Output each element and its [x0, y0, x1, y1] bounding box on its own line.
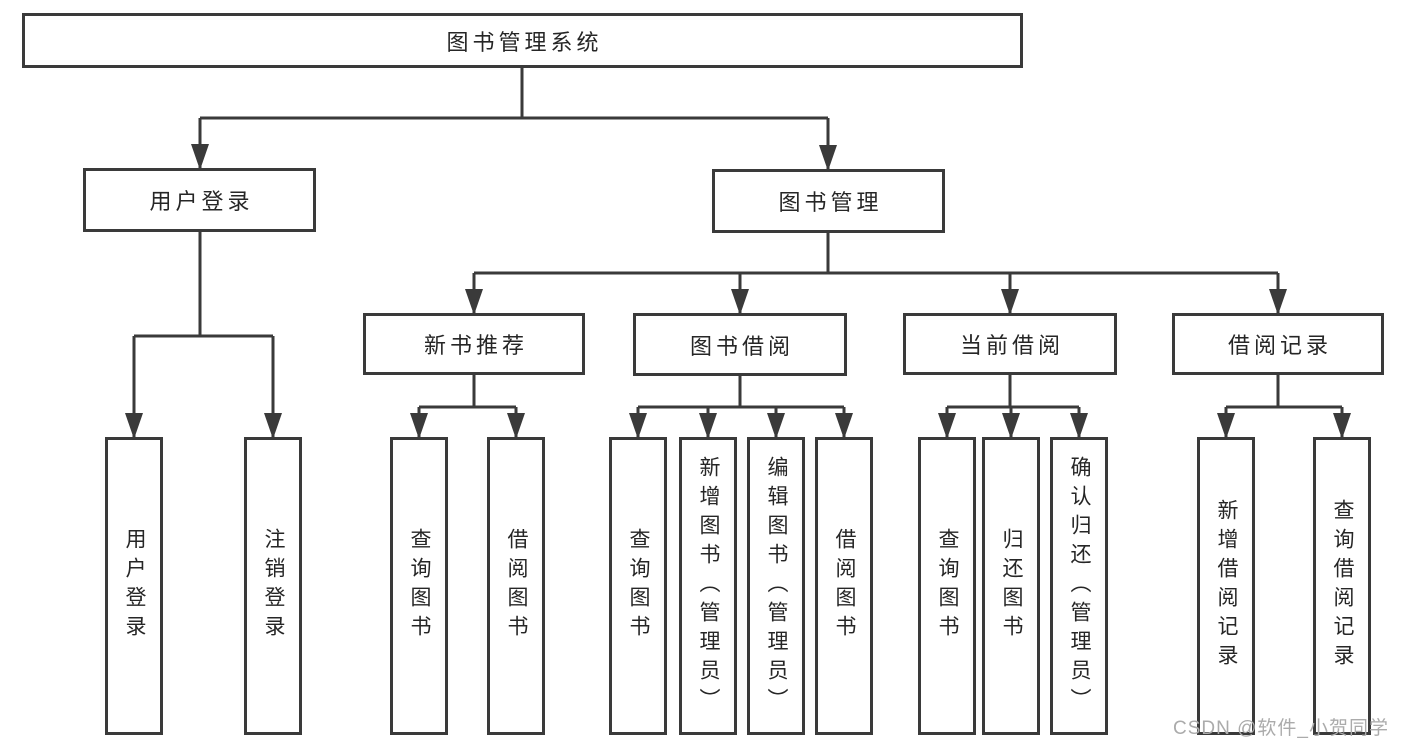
arrowhead-nb-query-book: [410, 413, 428, 439]
arrowhead-book-management: [819, 145, 837, 171]
node-bb-edit-book-admin: 编辑图书（管理员）: [747, 437, 805, 735]
arrowhead-bb-add-book: [699, 413, 717, 439]
node-bb-borrow-book: 借阅图书: [815, 437, 873, 735]
node-cb-return-book: 归还图书: [982, 437, 1040, 735]
arrowhead-nb-borrow-book: [507, 413, 525, 439]
arrowhead-ul-logout: [264, 413, 282, 439]
arrowhead-current-borrow: [1001, 289, 1019, 315]
arrowhead-bb-query-book: [629, 413, 647, 439]
arrowhead-user-login: [191, 144, 209, 170]
node-current-borrow: 当前借阅: [903, 313, 1117, 375]
connector-root-to-level2: [198, 68, 830, 171]
connector-user-login-children: [132, 232, 275, 439]
node-book-management: 图书管理: [712, 169, 945, 233]
node-new-book-recommend: 新书推荐: [363, 313, 585, 375]
arrowhead-br-add-record: [1217, 413, 1235, 439]
node-cb-confirm-return-admin: 确认归还（管理员）: [1050, 437, 1108, 735]
node-cb-query-book: 查询图书: [918, 437, 976, 735]
connector-book-borrow-children: [636, 376, 846, 439]
arrowhead-cb-confirm-return: [1070, 413, 1088, 439]
node-ul-user-login: 用户登录: [105, 437, 163, 735]
node-ul-logout: 注销登录: [244, 437, 302, 735]
arrowhead-cb-return-book: [1002, 413, 1020, 439]
node-user-login: 用户登录: [83, 168, 316, 232]
node-nb-borrow-book: 借阅图书: [487, 437, 545, 735]
arrowhead-new-book-recommend: [465, 289, 483, 315]
arrowhead-bb-borrow-book: [835, 413, 853, 439]
arrowhead-bb-edit-book: [767, 413, 785, 439]
node-nb-query-book: 查询图书: [390, 437, 448, 735]
arrowhead-cb-query-book: [938, 413, 956, 439]
node-bb-query-book: 查询图书: [609, 437, 667, 735]
node-root: 图书管理系统: [22, 13, 1023, 68]
node-bb-add-book-admin: 新增图书（管理员）: [679, 437, 737, 735]
connector-new-book-children: [417, 375, 518, 439]
node-borrow-record: 借阅记录: [1172, 313, 1384, 375]
arrowhead-ul-user-login: [125, 413, 143, 439]
node-br-add-record: 新增借阅记录: [1197, 437, 1255, 735]
connector-borrow-record-children: [1224, 375, 1344, 439]
watermark: CSDN @软件_小贺同学: [1173, 718, 1389, 739]
arrowhead-book-borrow: [731, 289, 749, 315]
connector-book-management-children: [472, 233, 1280, 315]
arrowhead-br-query-record: [1333, 413, 1351, 439]
node-br-query-record: 查询借阅记录: [1313, 437, 1371, 735]
arrowhead-borrow-record: [1269, 289, 1287, 315]
node-book-borrow: 图书借阅: [633, 313, 847, 376]
